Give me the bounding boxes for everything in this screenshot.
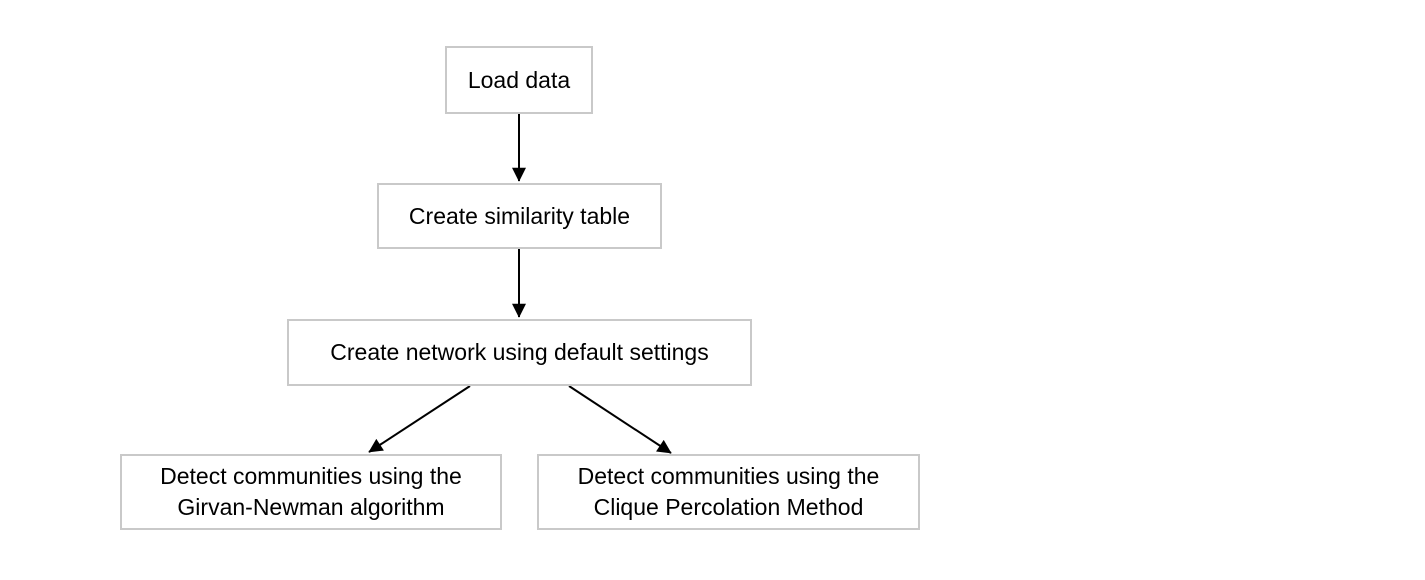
- node-load-data: Load data: [445, 46, 593, 114]
- node-create-network: Create network using default settings: [287, 319, 752, 386]
- node-detect-girvan-newman: Detect communities using the Girvan-Newm…: [120, 454, 502, 530]
- edge-network-to-girvan-newman-arrow: [368, 385, 471, 453]
- node-detect-clique-percolation: Detect communities using the Clique Perc…: [537, 454, 920, 530]
- edge-network-to-clique-percolation-arrow: [568, 385, 672, 454]
- node-create-similarity-table: Create similarity table: [377, 183, 662, 249]
